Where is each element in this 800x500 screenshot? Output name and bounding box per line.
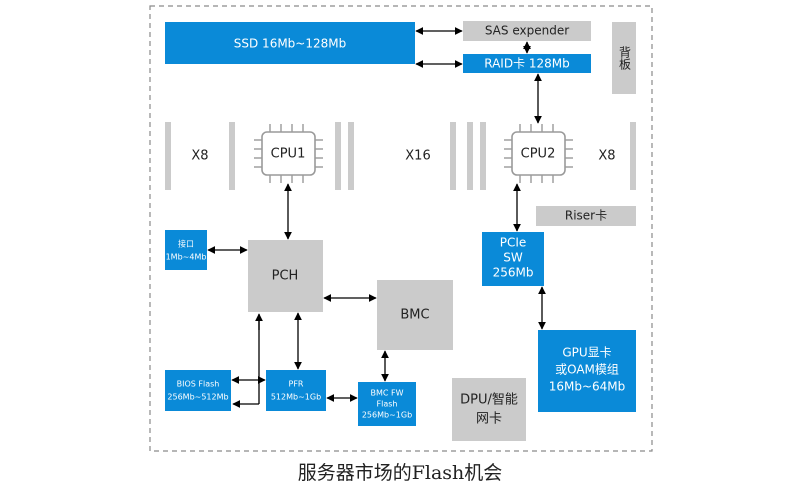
cpu2-chip <box>504 124 573 183</box>
bios-flash-box <box>165 370 231 411</box>
pcie-switch-box <box>482 232 544 286</box>
interface-box <box>165 230 207 270</box>
interface-label-line2: 1Mb~4Mb <box>166 253 207 262</box>
sas-expander-box <box>463 21 591 41</box>
server-board-outline <box>149 5 653 452</box>
backplane-box <box>612 22 636 94</box>
diagram-caption: 服务器市场的Flash机会 <box>297 462 503 484</box>
dpu-nic-label-line1: DPU/智能 <box>460 393 518 408</box>
gpu-oam-label-line2: 或OAM模组 <box>555 363 619 377</box>
raid-card-box <box>463 54 591 73</box>
x8-right-label: X8 <box>598 149 615 164</box>
pch-box <box>248 240 323 312</box>
pcie-switch-label-line3: 256Mb <box>493 266 534 280</box>
dpu-nic-box <box>452 378 526 441</box>
gpu-oam-label-line3: 16Mb~64Mb <box>549 380 626 394</box>
pcie-switch-label-line2: SW <box>503 251 523 265</box>
bios-flash-label-line1: BIOS Flash <box>177 380 220 389</box>
bmc-fw-flash-label-line2: Flash <box>377 400 398 409</box>
cpu2-label: CPU2 <box>521 147 556 162</box>
cpu1-label: CPU1 <box>271 147 306 162</box>
bios-flash-label-line2: 256Mb~512Mb <box>167 393 228 402</box>
riser-card-box <box>536 206 636 226</box>
cpu1-chip <box>254 124 323 183</box>
pfr-label-line2: 512Mb~1Gb <box>271 393 321 402</box>
x8-right-slots <box>450 122 636 190</box>
pfr-label-line1: PFR <box>289 380 304 389</box>
server-flash-diagram: SSD 16Mb~128Mb SAS expender RAID卡 128Mb … <box>149 5 653 452</box>
gpu-oam-label-line1: GPU显卡 <box>562 346 611 360</box>
pfr-box <box>266 370 326 411</box>
pch-bios-connector <box>232 313 263 408</box>
bmc-fw-flash-box <box>358 382 416 426</box>
bmc-label: BMC <box>400 308 429 323</box>
x16-label: X16 <box>405 149 430 164</box>
ssd-label: SSD 16Mb~128Mb <box>234 37 346 51</box>
interface-label-line1: 接口 <box>178 239 194 249</box>
gpu-oam-box <box>538 330 636 412</box>
bmc-fw-flash-label-line3: 256Mb~1Gb <box>362 411 412 420</box>
ssd-box <box>165 22 415 64</box>
dpu-nic-label-line2: 网卡 <box>476 412 502 427</box>
connectors <box>207 27 546 402</box>
backplane-label: 背板 <box>618 46 632 71</box>
sas-expander-label: SAS expender <box>485 24 569 38</box>
pch-label: PCH <box>272 269 299 284</box>
bmc-box <box>377 280 453 350</box>
x16-slots <box>335 122 486 190</box>
riser-card-label: Riser卡 <box>565 209 607 223</box>
raid-card-label: RAID卡 128Mb <box>484 57 570 71</box>
bmc-fw-flash-label-line1: BMC FW <box>370 389 403 398</box>
x8-left-slots <box>165 122 235 190</box>
pcie-switch-label-line1: PCIe <box>500 236 527 250</box>
x8-left-label: X8 <box>191 149 208 164</box>
